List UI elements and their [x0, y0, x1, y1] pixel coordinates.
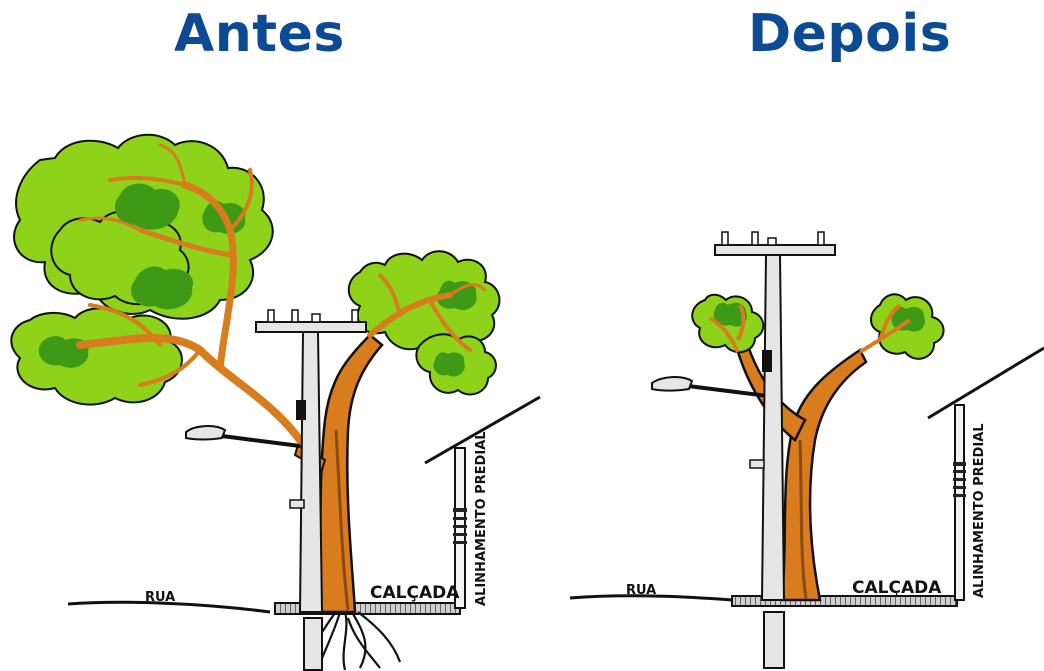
title-antes: Antes — [174, 4, 345, 64]
panel-before: RUA CALÇADA ALINHAMENTO PREDIAL — [10, 133, 541, 671]
tree-branches-right — [367, 273, 487, 352]
street-lamp-before — [185, 425, 301, 448]
building-roof — [424, 395, 541, 465]
building-roof — [927, 346, 1044, 420]
utility-pole-after — [714, 231, 836, 669]
utility-pole-before — [255, 309, 367, 671]
label-calcada: CALÇADA — [370, 583, 460, 603]
tree-canopy-left — [10, 133, 274, 406]
tree-canopy-small-left — [691, 293, 765, 354]
street-lamp-after — [651, 376, 769, 398]
tree-canopy-small-right — [858, 293, 945, 360]
label-alinhamento-predial: ALINHAMENTO PREDIAL — [972, 423, 987, 598]
title-depois: Depois — [748, 4, 952, 64]
panel-after: RUA CALÇADA ALINHAMENTO PREDIAL — [569, 231, 1044, 669]
label-alinhamento-predial: ALINHAMENTO PREDIAL — [474, 431, 489, 606]
tree-canopy-right — [347, 250, 501, 396]
tree-trunk-after — [736, 344, 868, 602]
street-ground-line — [569, 594, 733, 602]
label-rua: RUA — [145, 590, 175, 605]
building-wall — [953, 404, 966, 601]
label-rua: RUA — [626, 583, 656, 598]
building-wall — [453, 447, 467, 609]
tree-branches-left — [76, 143, 304, 444]
label-calcada: CALÇADA — [852, 578, 942, 598]
street-ground-line — [67, 600, 271, 614]
